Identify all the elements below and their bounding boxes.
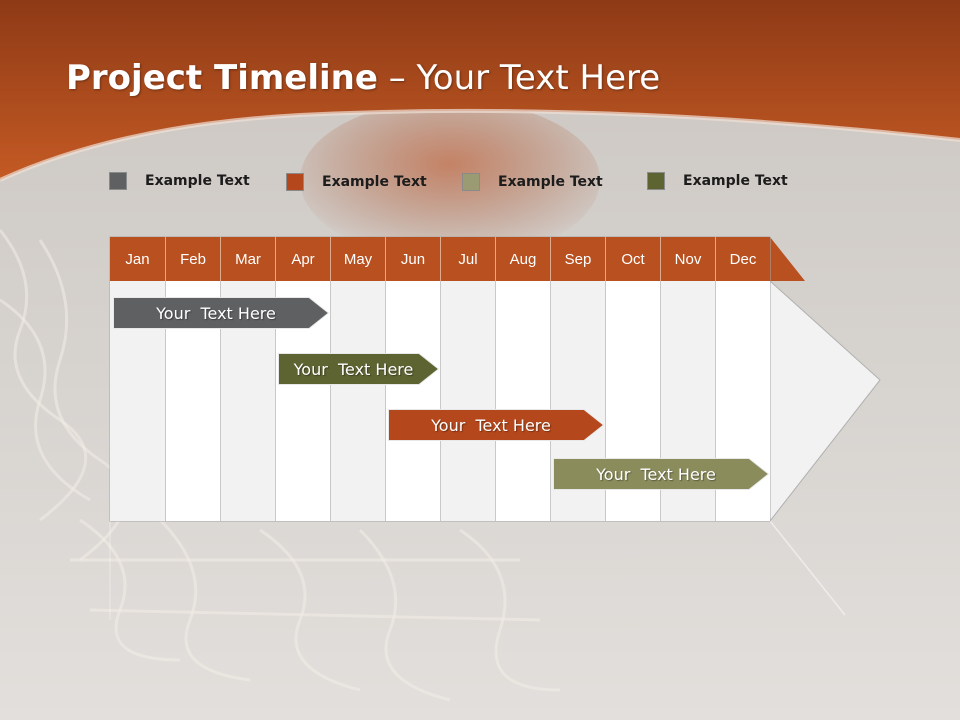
- ball-shape: [300, 100, 600, 260]
- task-arrow: [388, 409, 605, 441]
- task-arrow-shape: [113, 297, 330, 329]
- net-strands: [0, 229, 561, 702]
- title-main: Project Timeline: [66, 58, 378, 98]
- grid-column: [385, 281, 440, 521]
- month-label: Apr: [275, 237, 330, 281]
- month-label: Dec: [715, 237, 770, 281]
- legend-label: Example Text: [322, 174, 427, 190]
- task-arrow: [278, 353, 440, 385]
- month-label: Aug: [495, 237, 550, 281]
- legend-swatch: [462, 173, 480, 191]
- legend-item: Example Text: [286, 171, 427, 193]
- month-label: May: [330, 237, 385, 281]
- task-label: Your Text Here: [156, 303, 276, 323]
- legend-label: Example Text: [498, 174, 603, 190]
- month-label: Jun: [385, 237, 440, 281]
- task-arrow: [553, 458, 770, 490]
- month-label: Mar: [220, 237, 275, 281]
- legend-label: Example Text: [683, 173, 788, 189]
- grid-column: [330, 281, 385, 521]
- month-bar-tip: [770, 237, 805, 281]
- page-title: Project Timeline – Your Text Here: [66, 58, 660, 98]
- grid-column: [440, 281, 495, 521]
- legend-item: Example Text: [647, 170, 788, 192]
- task-arrow-shape: [278, 353, 440, 385]
- task-arrow-shape: [553, 458, 770, 490]
- legend-item: Example Text: [462, 171, 603, 193]
- legend-swatch: [647, 172, 665, 190]
- arrow-reflection: [769, 520, 846, 616]
- month-label: Sep: [550, 237, 605, 281]
- task-label: Your Text Here: [431, 415, 551, 435]
- legend-swatch: [286, 173, 304, 191]
- grid-column: [495, 281, 550, 521]
- legend-label: Example Text: [145, 173, 250, 189]
- task-label: Your Text Here: [596, 464, 716, 484]
- task-arrow-shape: [388, 409, 605, 441]
- legend-swatch: [109, 172, 127, 190]
- month-label: Jul: [440, 237, 495, 281]
- task-label: Your Text Here: [293, 359, 414, 379]
- header-curve: [0, 108, 960, 182]
- header-band: [0, 0, 960, 180]
- month-label: Oct: [605, 237, 660, 281]
- month-label: Feb: [165, 237, 220, 281]
- legend-item: Example Text: [109, 170, 250, 192]
- task-arrow: [113, 297, 330, 329]
- title-suffix: – Your Text Here: [377, 58, 661, 98]
- month-label: Jan: [110, 237, 165, 281]
- month-label: Nov: [660, 237, 715, 281]
